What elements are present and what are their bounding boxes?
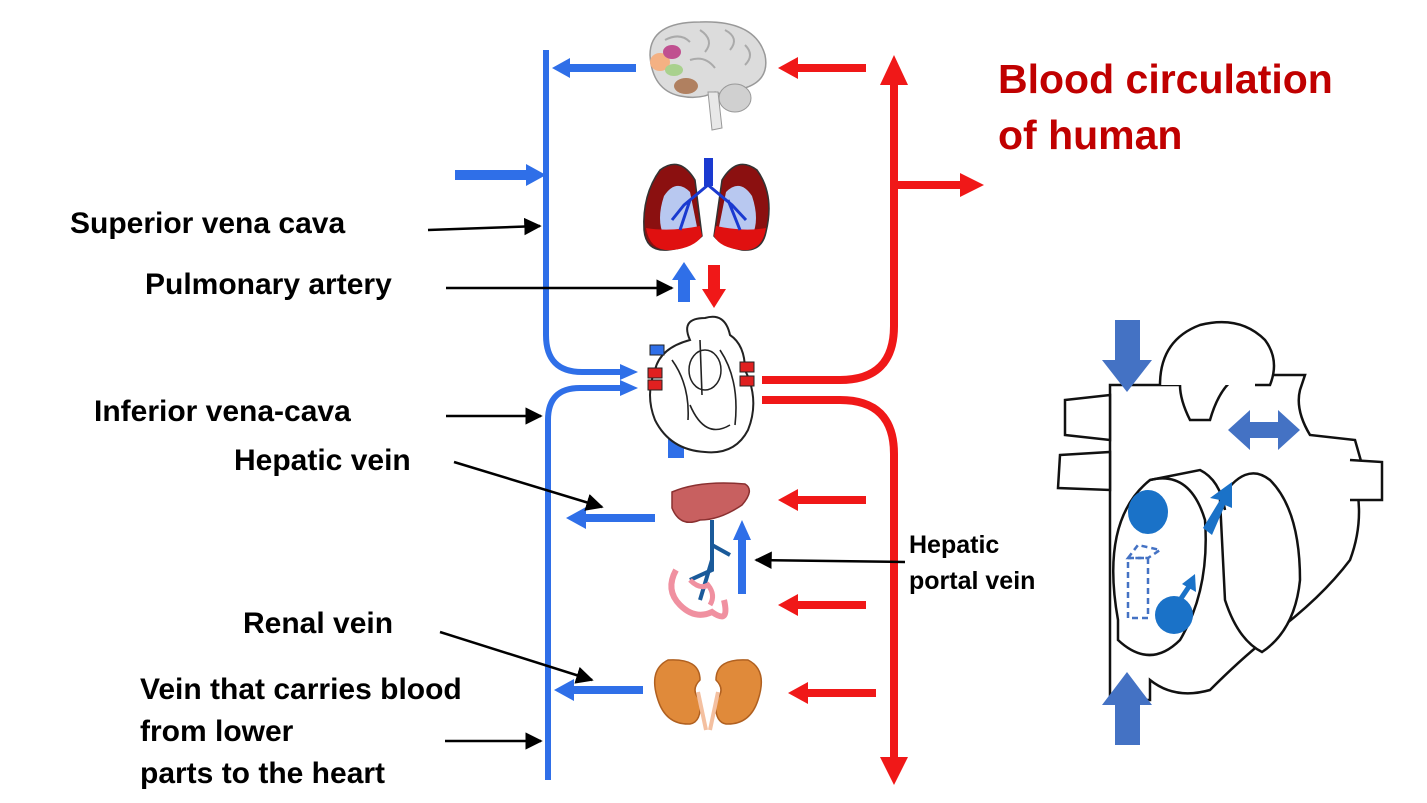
right-ventricle-dot <box>1155 596 1193 634</box>
head-return-arrowhead <box>552 58 570 78</box>
liver-intestine-icon <box>668 482 751 620</box>
superior-vena-cava-label: Superior vena cava <box>70 207 346 240</box>
head-supply-arrowhead <box>778 57 798 79</box>
venous-arrowheads <box>526 58 638 701</box>
ivc-into-heart-arrowhead <box>620 380 638 396</box>
aorta-up-line <box>762 85 898 384</box>
body-return-arrowhead <box>526 164 546 186</box>
aorta-down-arrowhead <box>880 757 908 785</box>
pulmonary-arrows <box>672 262 726 308</box>
pulmonary-vein-arrowhead <box>702 289 726 308</box>
superior-vena-cava-line <box>543 50 620 375</box>
liver-supply-arrowhead-bottom <box>778 594 798 616</box>
inferior-vena-cava-line <box>545 385 620 780</box>
kidney-supply-arrowhead <box>788 682 808 704</box>
diagram-title-line1: Blood circulation <box>998 56 1333 102</box>
heart-cross-section-markers <box>1102 320 1300 745</box>
arterial-arrowheads <box>778 55 984 785</box>
hepatic-return-arrowhead <box>566 507 586 529</box>
pulmonary-vein-arrow-shaft <box>708 265 720 291</box>
heart-icon <box>647 315 755 458</box>
hepatic-vein-label: Hepatic vein <box>234 444 411 477</box>
valve-dashed-cap <box>1125 543 1164 560</box>
diagram-title-line2: of human <box>998 112 1183 158</box>
upper-body-arrowhead <box>960 173 984 197</box>
pulmonary-double-arrow <box>1228 410 1300 450</box>
hepatic-portal-vein-pointer <box>754 551 906 569</box>
renal-vein-pointer <box>439 630 594 684</box>
inferior-vena-cava-label: Inferior vena-cava <box>94 395 351 428</box>
lower-vein-label-line1: Vein that carries blood <box>140 673 462 706</box>
liver-supply-arrowhead-top <box>778 489 798 511</box>
renal-return-arrowhead <box>554 679 574 701</box>
venous-system <box>455 50 655 780</box>
pulmonary-artery-arrow-shaft <box>678 278 690 302</box>
ivc-flow-arrow <box>1102 672 1152 745</box>
pulmonary-artery-label: Pulmonary artery <box>145 268 392 301</box>
lower-vein-label-line2: from lower <box>140 715 294 748</box>
brain-icon <box>649 21 767 131</box>
superior-vena-cava-pointer <box>427 217 542 236</box>
kidneys-icon <box>653 659 763 731</box>
lungs-icon <box>643 158 770 251</box>
pointer-lines <box>427 217 906 750</box>
hepatic-portal-vein-bar <box>738 538 746 594</box>
pulmonary-artery-arrowhead <box>672 262 696 280</box>
svc-into-heart-arrowhead <box>620 364 638 380</box>
hepatic-portal-vein-label-line1: Hepatic <box>909 531 1000 559</box>
hepatic-vein-pointer <box>453 460 604 511</box>
svc-flow-arrow <box>1102 320 1152 392</box>
arterial-system <box>762 64 962 760</box>
right-atrium-dot <box>1128 490 1168 534</box>
aorta-up-arrowhead <box>880 55 908 85</box>
renal-vein-label: Renal vein <box>243 607 394 640</box>
ventricle-outflow-arrow <box>1203 482 1232 535</box>
hepatic-portal-vein-label-line2: portal vein <box>909 567 1036 595</box>
aorta-down-line <box>762 396 898 760</box>
lower-vein-label-line3: parts to the heart <box>140 757 386 790</box>
